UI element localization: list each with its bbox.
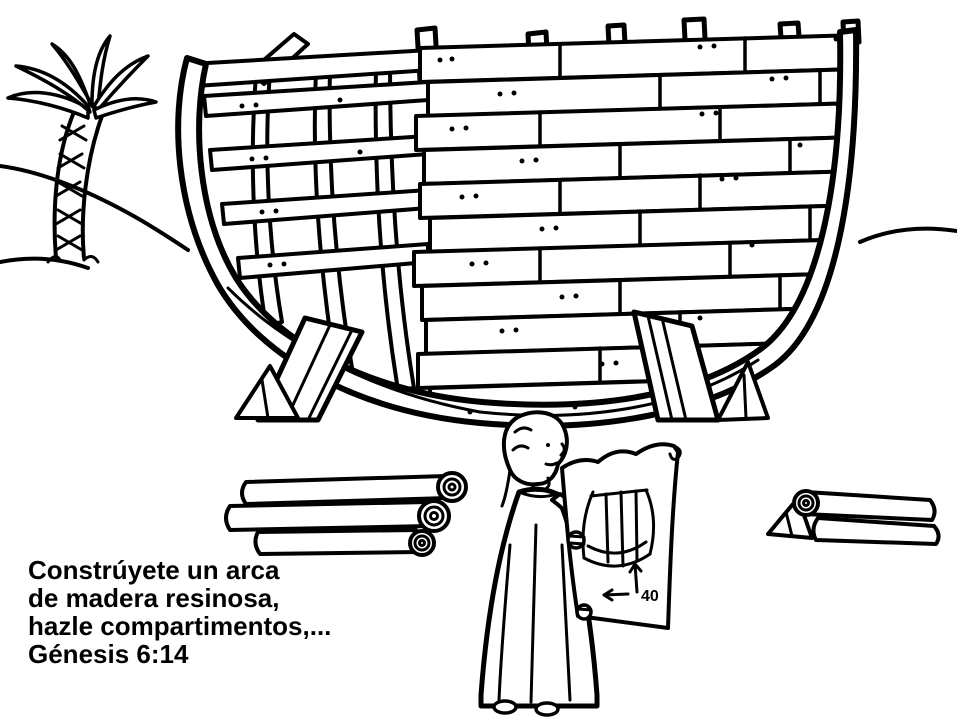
palm-frond	[6, 90, 90, 120]
support-stand-left	[234, 315, 365, 423]
noah-figure: 40	[478, 410, 682, 717]
palm-frond	[90, 34, 112, 108]
beard	[530, 476, 551, 492]
noah-head	[500, 410, 569, 508]
foot	[534, 701, 560, 717]
blueprint-sheet: 40	[560, 442, 682, 630]
nose	[559, 442, 566, 457]
blueprint-sketch	[581, 488, 655, 568]
palm-frond	[92, 96, 158, 120]
palm-tree	[6, 34, 158, 264]
caption-line-3: hazle compartimentos,...	[28, 611, 332, 641]
measurement-arrows	[602, 562, 643, 602]
mouth	[544, 461, 559, 467]
ark-rails	[188, 32, 432, 280]
caption-line-4: Génesis 6:14	[28, 639, 189, 669]
log-pile-right	[766, 489, 941, 546]
caption: Constrúyete un arca de madera resinosa, …	[28, 556, 331, 668]
eye	[546, 443, 550, 447]
support-stand-right	[631, 309, 770, 423]
measurement-label: 40	[641, 588, 659, 605]
palm-frond	[92, 54, 150, 112]
noah-hands	[566, 530, 593, 621]
nail-dots	[437, 36, 841, 367]
ground-lines	[0, 164, 957, 270]
palm-frond	[14, 64, 92, 114]
foot	[492, 699, 518, 715]
ark-planks	[412, 33, 860, 404]
palm-frond	[50, 42, 96, 110]
caption-line-2: de madera resinosa,	[28, 583, 280, 613]
log-pile-left	[224, 471, 468, 557]
ark	[175, 16, 862, 429]
caption-line-1: Constrúyete un arca	[28, 555, 280, 585]
